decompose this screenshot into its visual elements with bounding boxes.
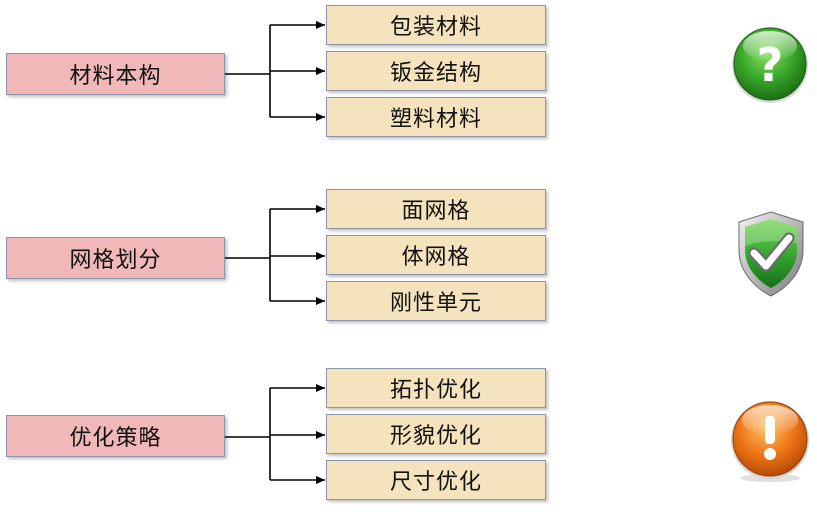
parent-node-1: 材料本构	[6, 53, 225, 95]
child-node-label: 塑料材料	[389, 107, 482, 132]
child-node-1-3: 塑料材料	[326, 97, 546, 137]
parent-node-2: 网格划分	[6, 237, 225, 279]
child-node-2-1: 面网格	[326, 189, 546, 229]
parent-node-label: 材料本构	[69, 64, 162, 89]
parent-node-label: 网格划分	[69, 248, 162, 273]
child-node-1-2: 钣金结构	[326, 51, 546, 91]
parent-node-3: 优化策略	[6, 415, 225, 457]
child-node-3-3: 尺寸优化	[326, 460, 546, 500]
connector-group-3	[225, 384, 325, 484]
check-shield-icon	[738, 211, 804, 297]
child-node-2-3: 刚性单元	[326, 281, 546, 321]
child-node-label: 形貌优化	[389, 424, 482, 449]
child-node-label: 钣金结构	[389, 61, 482, 86]
child-node-label: 体网格	[401, 245, 471, 270]
connector-group-1	[225, 21, 325, 121]
child-node-label: 尺寸优化	[389, 470, 482, 495]
svg-text:?: ?	[757, 38, 784, 92]
child-node-3-1: 拓扑优化	[326, 368, 546, 408]
child-node-1-1: 包装材料	[326, 5, 546, 45]
parent-node-label: 优化策略	[69, 426, 162, 451]
connector-group-2	[225, 205, 325, 305]
child-node-2-2: 体网格	[326, 235, 546, 275]
child-node-label: 面网格	[401, 199, 471, 224]
question-icon: ?	[732, 27, 808, 103]
exclamation-icon	[731, 401, 809, 482]
child-node-3-2: 形貌优化	[326, 414, 546, 454]
child-node-label: 包装材料	[389, 15, 482, 40]
child-node-label: 刚性单元	[389, 291, 482, 316]
child-node-label: 拓扑优化	[389, 378, 482, 403]
